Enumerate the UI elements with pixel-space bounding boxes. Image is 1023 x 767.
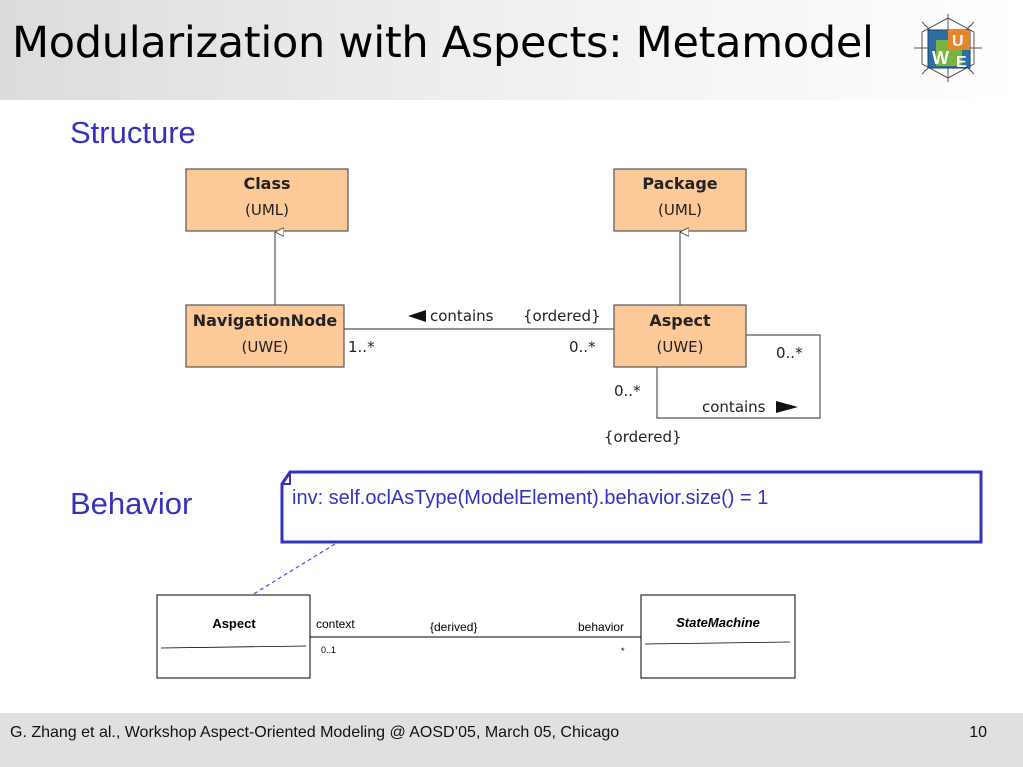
self-contains-direction-arrow [776,401,798,413]
ocl-constraint-text: inv: self.oclAsType(ModelElement).behavi… [292,487,768,509]
page-number: 10 [969,724,987,741]
behavior-aspect-name: Aspect [212,616,256,631]
class-box: Class (UML) [185,168,349,232]
behavior-aspect-box: Aspect [156,594,311,679]
aspect-box: Aspect (UWE) [613,304,747,368]
title-bar: Modularization with Aspects: Metamodel U… [0,0,1023,100]
note-anchor-line [251,543,336,596]
ocl-constraint-note: inv: self.oclAsType(ModelElement).behavi… [280,470,983,544]
self-multiplicity-bottom: 0..* [614,382,641,400]
multiplicity-navnode: 1..* [348,338,375,356]
slide-title: Modularization with Aspects: Metamodel [12,18,874,68]
role-behavior: behavior [578,620,624,634]
multiplicity-context: 0..1 [321,645,336,655]
class-box-stereotype: (UML) [245,201,289,219]
statemachine-name: StateMachine [676,615,760,630]
footer-bar: G. Zhang et al., Workshop Aspect-Oriente… [0,713,1023,767]
self-contains-label: contains [702,398,766,416]
logo-letter-e: E [956,54,967,71]
contains-direction-arrow [408,310,426,322]
section-behavior-heading: Behavior [70,486,193,521]
contains-label: contains [430,307,494,325]
ordered-constraint: {ordered} [523,307,601,325]
package-box-name: Package [642,174,717,193]
navigationnode-box-stereotype: (UWE) [242,338,289,356]
derived-constraint: {derived} [430,620,477,634]
package-box: Package (UML) [613,168,747,232]
aspect-box-stereotype: (UWE) [657,338,704,356]
self-ordered-constraint: {ordered} [604,428,682,446]
statemachine-box: StateMachine [640,594,796,679]
role-context: context [316,617,355,631]
package-box-stereotype: (UML) [658,201,702,219]
uwe-logo-icon: U W E [914,14,982,82]
class-box-name: Class [243,174,290,193]
logo-letter-u: U [952,33,964,50]
multiplicity-behavior: * [621,646,625,656]
section-structure-heading: Structure [70,115,196,150]
self-multiplicity-right: 0..* [776,344,803,362]
aspect-box-name: Aspect [649,311,711,330]
logo-letter-w: W [932,48,949,68]
self-association-contains [656,334,821,419]
footer-citation: G. Zhang et al., Workshop Aspect-Oriente… [10,724,620,741]
multiplicity-aspect: 0..* [569,338,596,356]
navigationnode-box-name: NavigationNode [193,311,338,330]
navigationnode-box: NavigationNode (UWE) [185,304,345,368]
